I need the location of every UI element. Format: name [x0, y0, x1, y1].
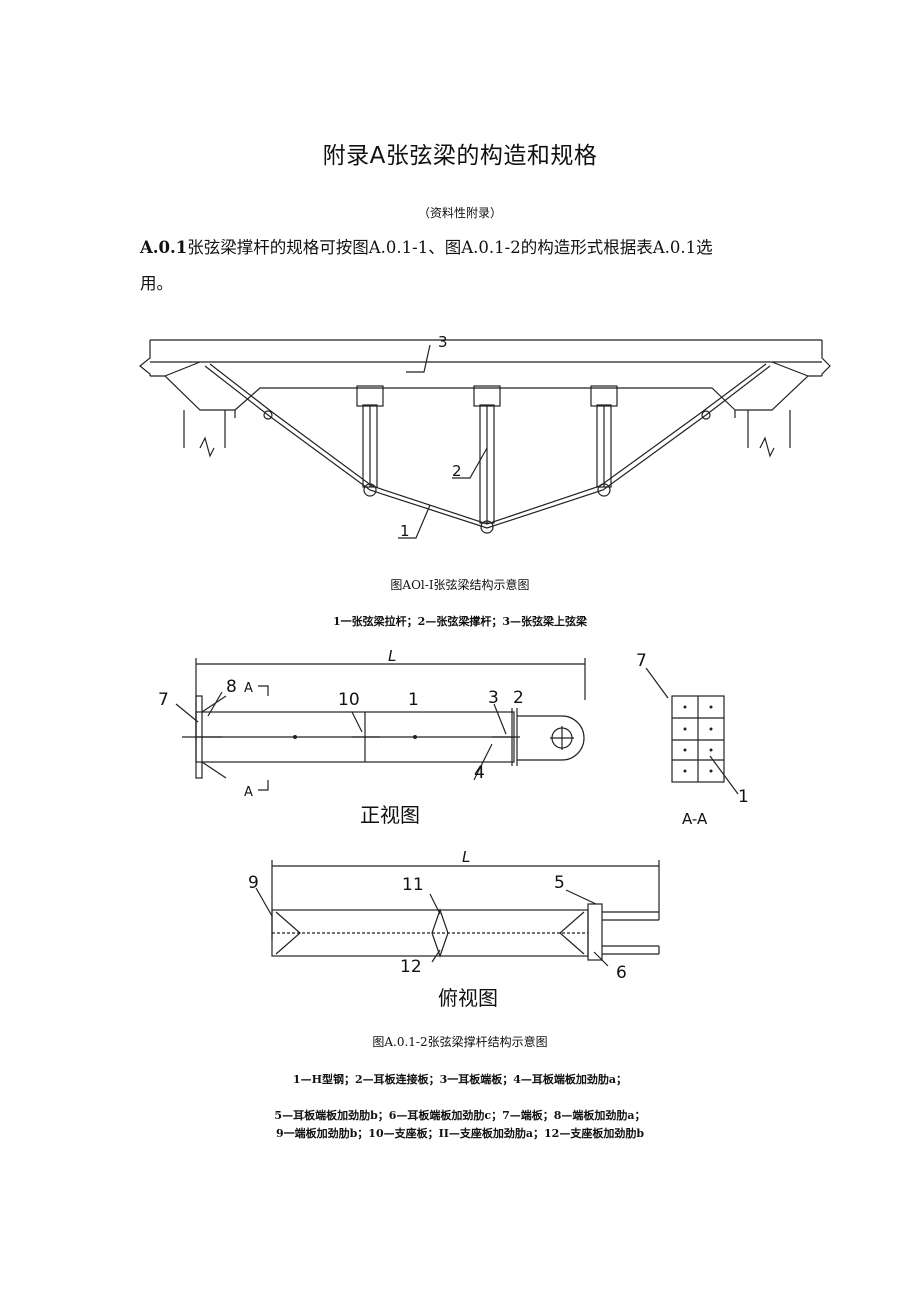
- top-label-11: 11: [402, 875, 424, 895]
- clause-text: 张弦梁撑杆的规格可按图A.0.1-1、图A.0.1-2的构造形式根据表A.0.1…: [187, 238, 713, 257]
- front-label-4: 4: [474, 763, 485, 783]
- front-label-2: 2: [513, 688, 524, 708]
- appendix-subtitle: （资料性附录）: [417, 206, 502, 220]
- page-title: 附录A张弦梁的构造和规格: [322, 143, 598, 169]
- top-view-title: 俯视图: [438, 986, 498, 1010]
- top-label-5: 5: [554, 873, 565, 893]
- front-label-3: 3: [488, 688, 499, 708]
- clause-number: A.0.1: [140, 238, 188, 257]
- section-label-7: 7: [636, 651, 647, 671]
- clause-line-1: A.0.1张弦梁撑杆的规格可按图A.0.1-1、图A.0.1-2的构造形式根据表…: [140, 230, 780, 266]
- front-label-1: 1: [408, 690, 419, 710]
- section-mark-bottom: A: [244, 785, 253, 800]
- fig1-label-3: 3: [438, 333, 448, 351]
- figure-2-legend-line-1: 1—H型钢；2—耳板连接板；3一耳板端板；4—耳板端板加劲肋a；: [292, 1073, 628, 1086]
- section-label-1: 1: [738, 787, 749, 807]
- top-label-6: 6: [616, 963, 627, 983]
- figure-1-legend: 1一张弦梁拉杆；2—张弦梁撑杆；3—张弦梁上弦梁: [333, 615, 587, 628]
- fig1-label-1: 1: [400, 522, 410, 540]
- top-label-9: 9: [248, 873, 259, 893]
- figure-2-caption: 图A.0.1-2张弦梁撑杆结构示意图: [372, 1035, 548, 1049]
- front-label-10: 10: [338, 690, 360, 710]
- figure-1-caption: 图AOl-I张弦梁结构示意图: [390, 578, 530, 592]
- clause-paragraph: A.0.1张弦梁撑杆的规格可按图A.0.1-1、图A.0.1-2的构造形式根据表…: [140, 230, 780, 302]
- figure-2-legend-line-2: 5—耳板端板加劲肋b；6—耳板端板加劲肋c；7—端板；8—端板加劲肋a；: [274, 1109, 646, 1122]
- front-view-title: 正视图: [360, 803, 420, 827]
- top-label-12: 12: [400, 957, 422, 977]
- section-mark-top: A: [244, 681, 253, 696]
- front-dim-label: L: [388, 647, 396, 665]
- clause-line-2: 用。: [140, 274, 173, 293]
- figure-2-legend-line-3: 9一端板加劲肋b；10—支座板；II—支座板加劲肋a；12—支座板加劲肋b: [275, 1127, 645, 1140]
- top-dim-label: L: [462, 848, 470, 866]
- front-label-7: 7: [158, 690, 169, 710]
- fig1-label-2: 2: [452, 462, 462, 480]
- section-title: A-A: [682, 810, 708, 828]
- front-label-8: 8: [226, 677, 237, 697]
